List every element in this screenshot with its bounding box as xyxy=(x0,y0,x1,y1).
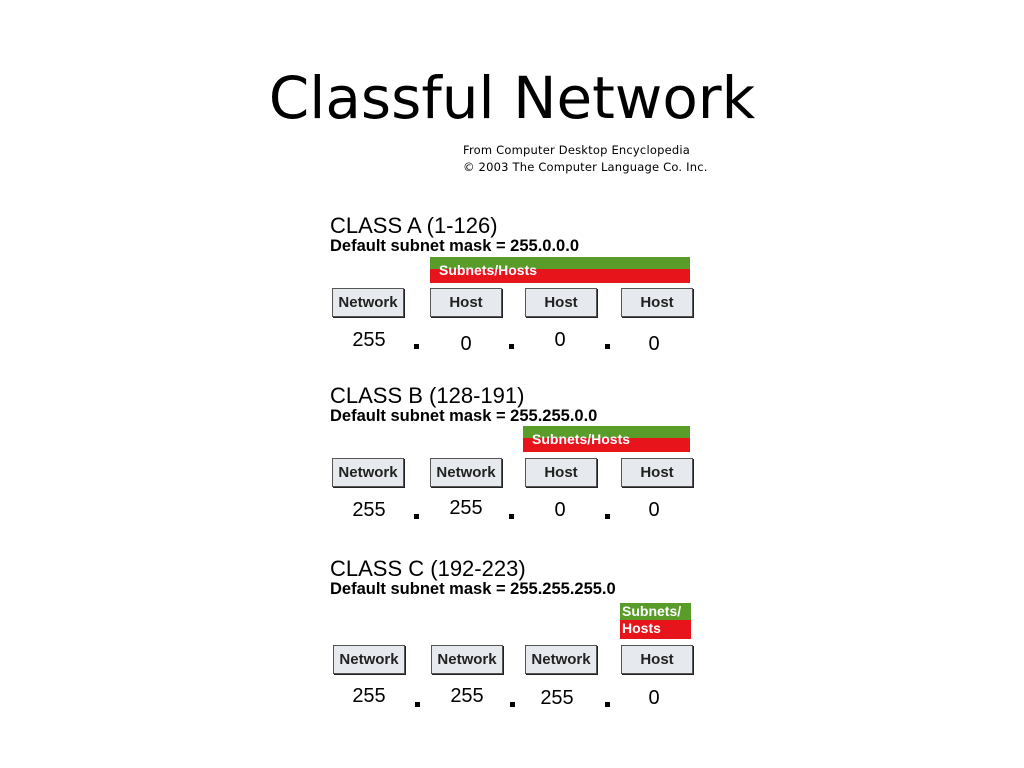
field-box: Host xyxy=(430,288,502,317)
octet-value: 0 xyxy=(554,329,566,351)
bar-label: Subnets/Hosts xyxy=(439,262,538,278)
octet-separator xyxy=(415,702,420,707)
bar-label: Subnets/ xyxy=(622,603,682,619)
field-box: Network xyxy=(333,645,405,674)
class-heading: CLASS A (1-126) xyxy=(330,213,498,238)
source-credit: From Computer Desktop Encyclopedia xyxy=(463,143,691,157)
class-heading: CLASS B (128-191) xyxy=(330,383,525,408)
field-box: Host xyxy=(621,288,693,317)
octet-value: 0 xyxy=(648,687,660,709)
octet-separator xyxy=(605,514,610,519)
octet-value: 255 xyxy=(352,329,386,351)
subnet-mask-text: Default subnet mask = 255.255.0.0 xyxy=(330,407,598,425)
octet-separator xyxy=(414,514,419,519)
subnet-mask-text: Default subnet mask = 255.0.0.0 xyxy=(330,237,579,255)
subnets-hosts-bar: Subnets/Hosts xyxy=(430,257,690,283)
octet-separator xyxy=(509,514,514,519)
class-heading: CLASS C (192-223) xyxy=(330,556,526,581)
subnet-mask-text: Default subnet mask = 255.255.255.0 xyxy=(330,580,616,598)
subnets-hosts-bar: Subnets/Hosts xyxy=(523,426,690,452)
octet-separator xyxy=(509,344,514,349)
octet-value: 0 xyxy=(460,333,472,355)
octet-value: 0 xyxy=(648,333,660,355)
class-b-section: CLASS B (128-191) Default subnet mask = … xyxy=(0,384,1024,554)
bar-label: Hosts xyxy=(622,620,661,636)
field-box: Host xyxy=(525,458,597,487)
subnets-hosts-bar: Subnets/ Hosts xyxy=(620,603,691,639)
octet-value: 0 xyxy=(648,499,660,521)
class-a-section: CLASS A (1-126) Default subnet mask = 25… xyxy=(0,214,1024,384)
page-title: Classful Network xyxy=(268,64,756,132)
octet-separator xyxy=(510,702,515,707)
field-box: Network xyxy=(332,288,404,317)
octet-separator xyxy=(605,344,610,349)
octet-value: 255 xyxy=(449,497,483,519)
field-box: Network xyxy=(525,645,597,674)
field-box: Network xyxy=(332,458,404,487)
field-box: Network xyxy=(430,458,502,487)
octet-separator xyxy=(414,344,419,349)
octet-value: 255 xyxy=(352,499,386,521)
field-box: Host xyxy=(621,645,693,674)
octet-value: 255 xyxy=(352,685,386,707)
field-box: Host xyxy=(525,288,597,317)
octet-value: 255 xyxy=(540,687,574,709)
bar-label: Subnets/Hosts xyxy=(532,431,631,447)
field-box: Network xyxy=(431,645,503,674)
octet-separator xyxy=(605,702,610,707)
class-c-section: CLASS C (192-223) Default subnet mask = … xyxy=(0,557,1024,727)
octet-value: 0 xyxy=(554,499,566,521)
octet-value: 255 xyxy=(450,685,484,707)
field-box: Host xyxy=(621,458,693,487)
copyright-notice: © 2003 The Computer Language Co. Inc. xyxy=(463,160,708,174)
